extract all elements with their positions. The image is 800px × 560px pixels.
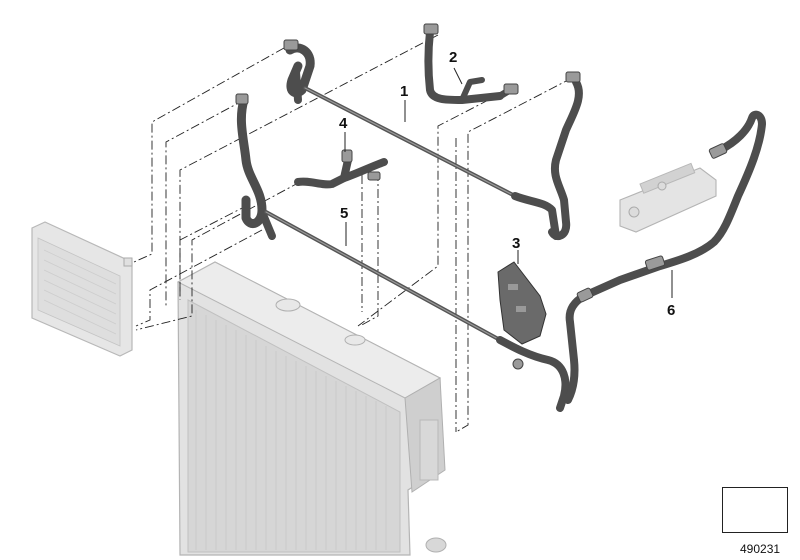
hose-1 (283, 39, 583, 241)
callout-1: 1 (400, 83, 409, 100)
callout-4: 4 (339, 115, 348, 132)
navigation-box[interactable] (722, 487, 788, 533)
bracket-3 (497, 261, 547, 345)
hose-2 (423, 23, 519, 104)
callout-3: 3 (512, 235, 521, 252)
document-number: 490231 (740, 542, 781, 556)
callout-leaders (344, 67, 673, 298)
radiator-ghost (176, 261, 447, 556)
callout-5: 5 (340, 205, 349, 222)
hose-4 (294, 149, 388, 189)
hose-6 (564, 110, 766, 404)
oil-cooler-ghost (619, 162, 717, 233)
heater-core-ghost (31, 221, 133, 357)
hose-5 (235, 93, 570, 412)
callout-2: 2 (449, 49, 458, 66)
leader-lines (133, 34, 573, 433)
callout-6: 6 (667, 302, 676, 319)
